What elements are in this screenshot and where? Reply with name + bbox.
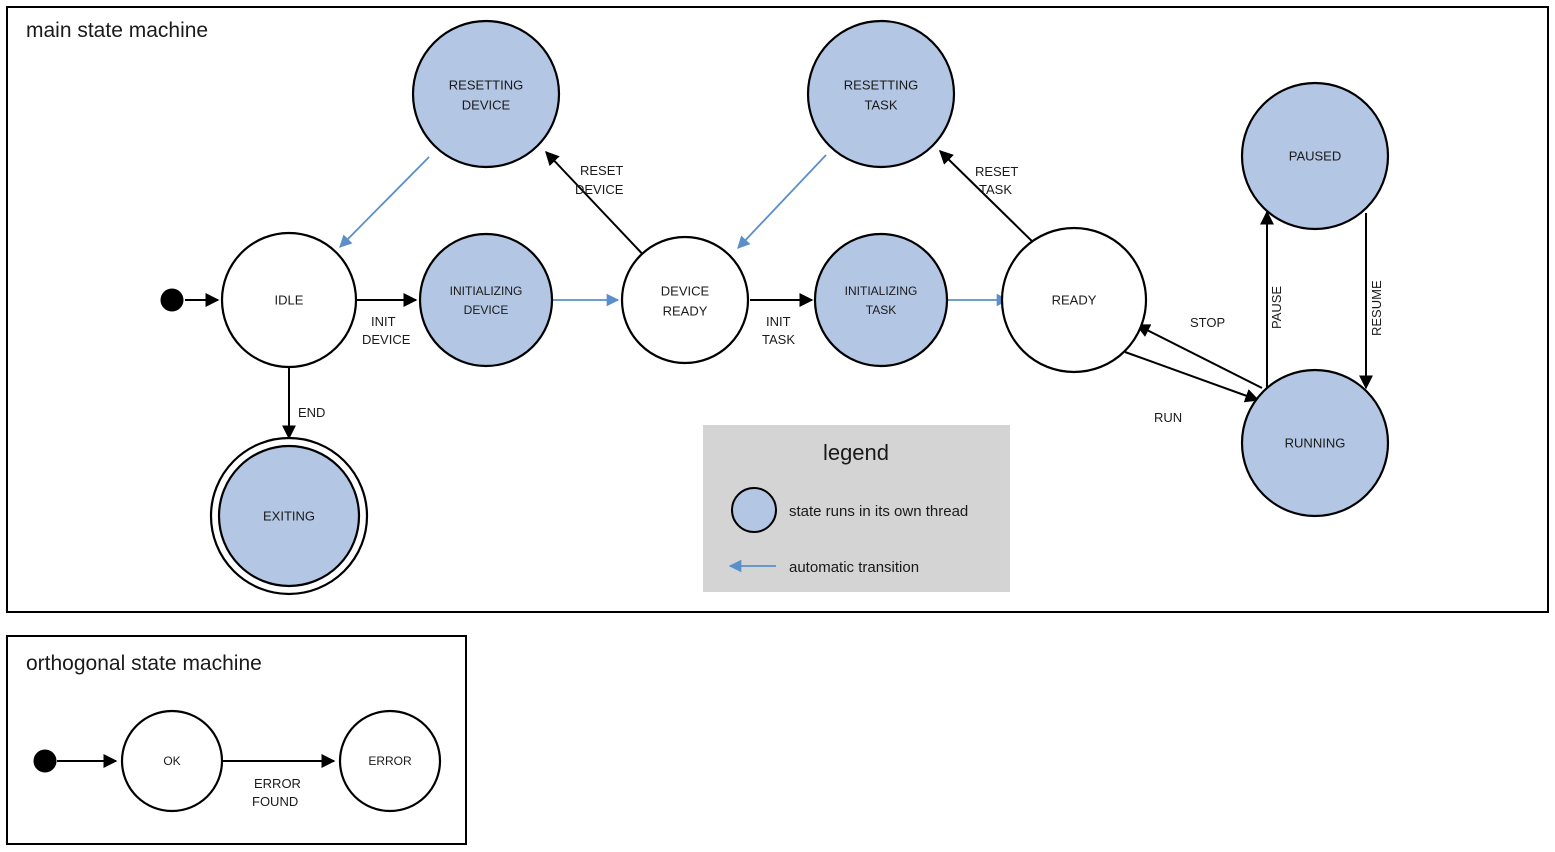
state-resetting-device-label-line1: RESETTING	[449, 77, 523, 92]
legend-title: legend	[823, 440, 889, 465]
transition-device-ready-to-resetting-device[interactable]	[545, 150, 651, 263]
edge-label-stop: STOP	[1190, 315, 1225, 330]
orthogonal-frame-title: orthogonal state machine	[26, 652, 262, 675]
state-resetting-device[interactable]: RESETTING DEVICE	[411, 19, 561, 169]
state-device-ready[interactable]: DEVICE READY	[620, 235, 750, 365]
edge-label-init-task-line2: TASK	[762, 332, 795, 347]
state-ok-label: OK	[163, 754, 180, 768]
edge-label-error-found-line1: ERROR	[254, 776, 301, 791]
main-states: IDLE INITIALIZING DEVICE RESETTING DEVIC…	[160, 19, 1390, 596]
transition-ready-to-running[interactable]	[1124, 351, 1260, 403]
legend-item-threaded-state: state runs in its own thread	[731, 487, 968, 533]
edge-label-pause: PAUSE	[1269, 286, 1284, 329]
state-initializing-task-label-line1: INITIALIZING	[845, 284, 918, 298]
transition-ready-to-resetting-task[interactable]	[939, 150, 1041, 250]
state-paused[interactable]: PAUSED	[1240, 81, 1390, 231]
edge-label-reset-task-line2: TASK	[979, 182, 1012, 197]
state-initializing-device-label-line2: DEVICE	[464, 303, 509, 317]
state-initializing-device[interactable]: INITIALIZING DEVICE	[418, 232, 554, 368]
state-exiting[interactable]: EXITING	[209, 436, 369, 596]
state-idle-circle[interactable]	[220, 231, 358, 369]
state-error-label: ERROR	[368, 754, 412, 768]
state-error-circle[interactable]	[338, 709, 442, 813]
state-device-ready-label-line1: DEVICE	[661, 283, 710, 298]
edge-label-reset-device-line2: DEVICE	[575, 182, 624, 197]
edge-label-init-device-line1: INIT	[371, 314, 396, 329]
transition-running-to-ready[interactable]	[1135, 324, 1263, 389]
state-paused-circle[interactable]	[1240, 81, 1390, 231]
edge-label-init-task-line1: INIT	[766, 314, 791, 329]
edge-label-error-found-line2: FOUND	[252, 794, 298, 809]
state-resetting-task[interactable]: RESETTING TASK	[806, 19, 956, 169]
state-exiting-outer-ring	[209, 436, 369, 596]
state-idle-label: IDLE	[275, 292, 304, 307]
state-device-ready-circle[interactable]	[620, 235, 750, 365]
state-running[interactable]: RUNNING	[1240, 368, 1390, 518]
state-ready[interactable]: READY	[1000, 226, 1148, 374]
state-resetting-task-label-line1: RESETTING	[844, 77, 918, 92]
state-idle[interactable]: IDLE	[220, 231, 358, 369]
edge-label-init-device-line2: DEVICE	[362, 332, 411, 347]
state-initializing-task-label-line2: TASK	[866, 303, 896, 317]
state-resetting-task-label-line2: TASK	[865, 97, 898, 112]
edge-label-reset-device-line1: RESET	[580, 163, 623, 178]
edge-label-reset-task-line1: RESET	[975, 164, 1018, 179]
state-resetting-device-circle[interactable]	[411, 19, 561, 169]
state-resetting-device-label-line2: DEVICE	[462, 97, 511, 112]
state-exiting-label: EXITING	[263, 508, 315, 523]
state-ready-label: READY	[1052, 292, 1097, 307]
transition-resetting-task-to-device-ready[interactable]	[737, 154, 827, 249]
state-running-label: RUNNING	[1285, 435, 1346, 450]
state-running-circle[interactable]	[1240, 368, 1390, 518]
legend-item-auto-transition-label: automatic transition	[789, 559, 919, 576]
state-initializing-device-circle[interactable]	[418, 232, 554, 368]
initial-state-marker-orthogonal	[33, 749, 57, 773]
state-ok[interactable]: OK	[120, 709, 224, 813]
threaded-state-swatch-icon	[731, 487, 777, 533]
edge-label-run: RUN	[1154, 410, 1182, 425]
state-device-ready-label-line2: READY	[663, 303, 708, 318]
state-resetting-task-circle[interactable]	[806, 19, 956, 169]
state-initializing-task-circle[interactable]	[813, 232, 949, 368]
state-error[interactable]: ERROR	[338, 709, 442, 813]
state-exiting-circle[interactable]	[217, 444, 361, 588]
initial-state-marker-main	[160, 288, 184, 312]
orthogonal-transitions: ERROR FOUND	[57, 754, 336, 809]
legend: legend state runs in its own thread auto…	[703, 425, 1010, 592]
legend-item-auto-transition: automatic transition	[728, 559, 919, 576]
state-initializing-device-label-line1: INITIALIZING	[450, 284, 523, 298]
orthogonal-states: OK ERROR	[33, 709, 442, 813]
state-paused-label: PAUSED	[1289, 148, 1342, 163]
edge-label-end: END	[298, 405, 325, 420]
main-frame-title: main state machine	[26, 19, 208, 42]
state-ready-circle[interactable]	[1000, 226, 1148, 374]
legend-item-threaded-state-label: state runs in its own thread	[789, 503, 968, 520]
transition-resetting-device-to-idle[interactable]	[339, 156, 430, 248]
main-transitions: INIT DEVICE RESET DEVICE INIT TASK RESET…	[185, 150, 1384, 440]
state-initializing-task[interactable]: INITIALIZING TASK	[813, 232, 949, 368]
state-ok-circle[interactable]	[120, 709, 224, 813]
edge-label-resume: RESUME	[1369, 280, 1384, 336]
